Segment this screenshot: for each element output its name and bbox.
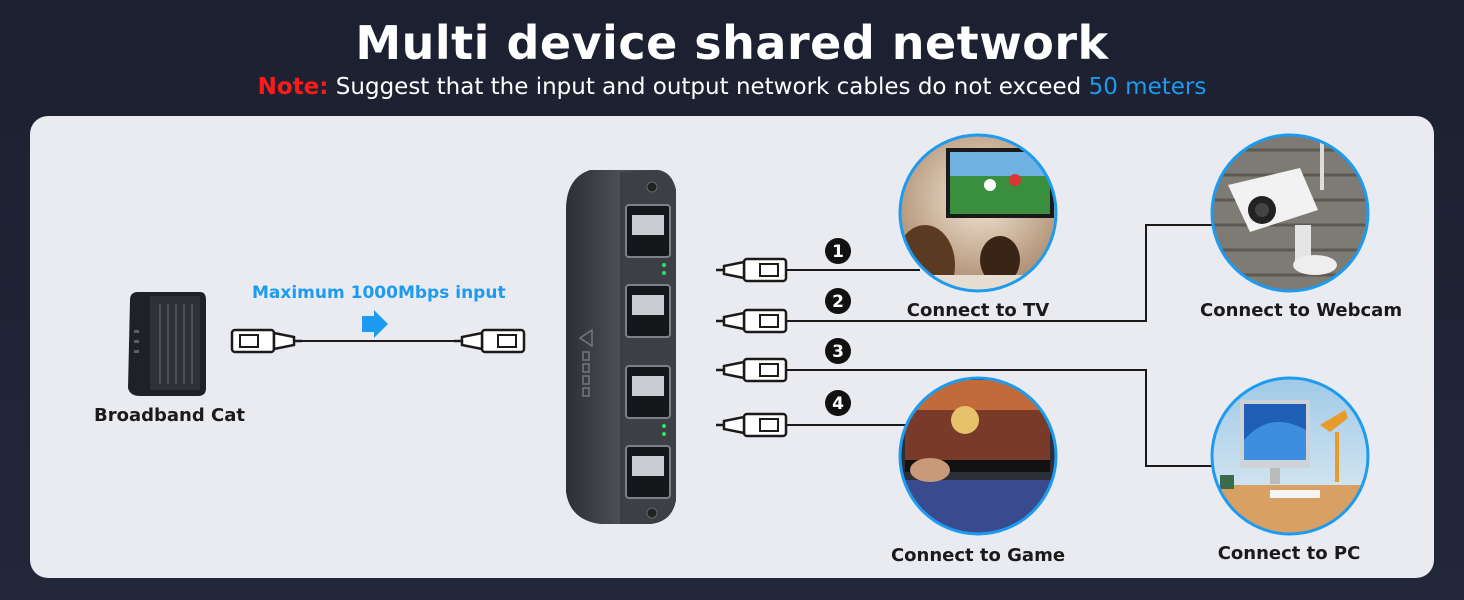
pc-photo: [1210, 376, 1370, 536]
badge-2: 2: [825, 288, 851, 314]
note-line: Note: Suggest that the input and output …: [0, 74, 1464, 100]
webcam-photo: [1210, 133, 1370, 293]
arrow-right-icon: [362, 310, 388, 338]
badge-3: 3: [825, 338, 851, 364]
router-label: Broadband Cat: [94, 405, 245, 426]
note-text: Suggest that the input and output networ…: [335, 74, 1082, 100]
svg-text:1: 1: [832, 242, 844, 262]
note-limit: 50 meters: [1088, 74, 1207, 100]
tv-photo: [898, 133, 1058, 293]
note-label: Note:: [257, 74, 329, 100]
badge-1: 1: [825, 238, 851, 264]
tv-label: Connect to TV: [906, 300, 1050, 321]
svg-text:3: 3: [832, 342, 844, 362]
game-photo: [898, 376, 1058, 536]
output-cables: [714, 224, 1212, 467]
speed-label: Maximum 1000Mbps input: [252, 283, 506, 303]
router-icon: [128, 292, 206, 396]
input-cable: [230, 328, 526, 354]
svg-text:2: 2: [832, 292, 844, 312]
ethernet-splitter: [566, 170, 676, 524]
webcam-label: Connect to Webcam: [1200, 300, 1403, 321]
page-title: Multi device shared network: [355, 16, 1109, 70]
game-label: Connect to Game: [890, 545, 1066, 566]
badge-4: 4: [825, 390, 851, 416]
svg-text:4: 4: [832, 394, 844, 414]
pc-label: Connect to PC: [1217, 543, 1361, 564]
